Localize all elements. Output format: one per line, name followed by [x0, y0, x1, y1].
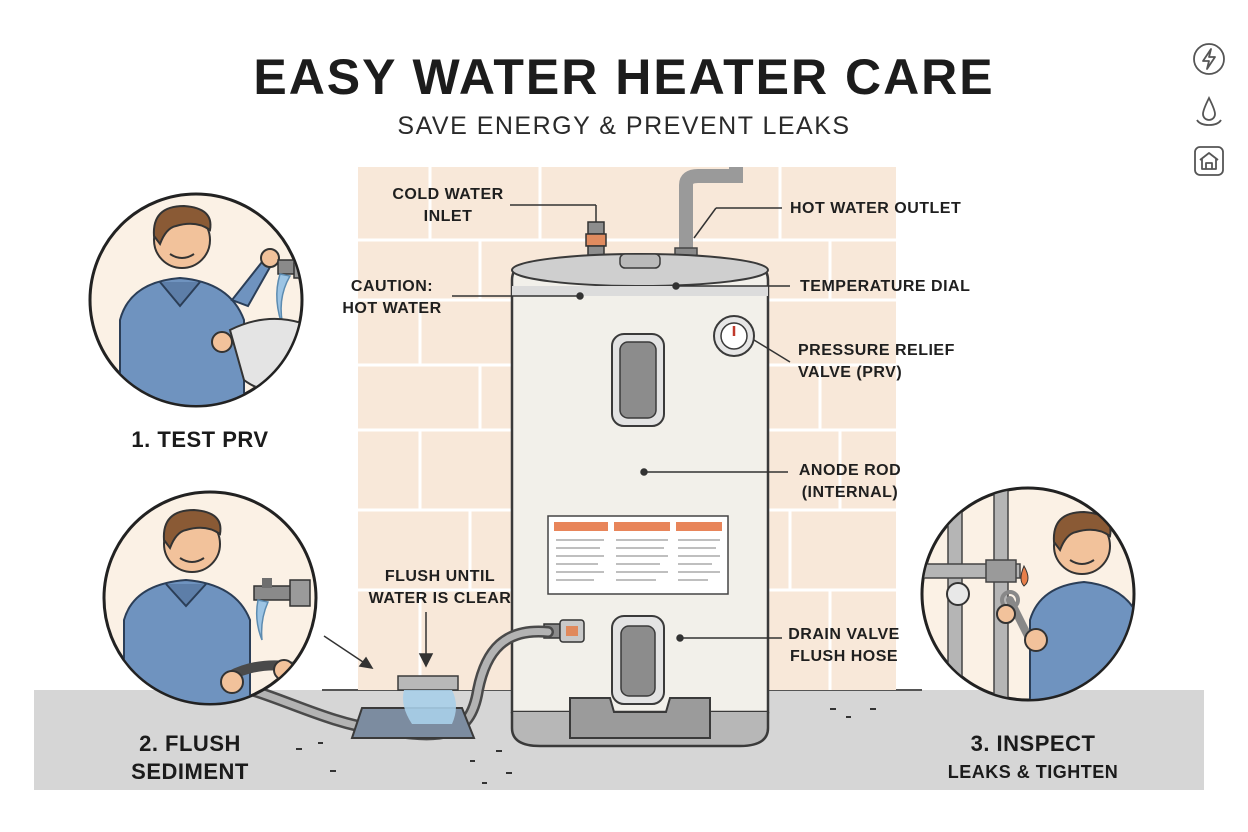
lightning-icon[interactable]: [1192, 42, 1226, 76]
step-1-caption: 1. TEST PRV: [131, 427, 269, 452]
hot-water-outlet-label: HOT WATER OUTLET: [790, 200, 962, 217]
step-2-caption: 2. FLUSH SEDIMENT: [131, 731, 249, 784]
flush-until-clear-label: FLUSH UNTIL WATER IS CLEAR: [368, 568, 512, 607]
caution-hot-water-label: CAUTION: HOT WATER: [342, 278, 442, 317]
cold-water-inlet-label: COLD WATER INLET: [392, 186, 504, 225]
floor-drain: [350, 675, 476, 739]
page-subtitle: SAVE ENERGY & PREVENT LEAKS: [397, 112, 851, 140]
step-3-caption: 3. INSPECT LEAKS & TIGHTEN: [947, 731, 1119, 782]
pressure-relief-valve-label: PRESSURE RELIEF VALVE (PRV): [798, 342, 955, 381]
hot-outlet-pipe: [679, 167, 743, 262]
step-2-illustration: [102, 490, 318, 706]
tank: [510, 253, 770, 748]
temperature-dial-label: TEMPERATURE DIAL: [800, 278, 971, 295]
page-title: EASY WATER HEATER CARE: [253, 49, 995, 105]
water-drop-icon[interactable]: [1192, 94, 1226, 128]
step-1-illustration: [88, 192, 304, 408]
anode-rod-label: ANODE ROD (INTERNAL): [798, 462, 902, 501]
home-icon[interactable]: [1192, 144, 1226, 178]
drain-valve-label: DRAIN VALVE FLUSH HOSE: [788, 626, 900, 665]
step-3-illustration: [920, 486, 1136, 702]
